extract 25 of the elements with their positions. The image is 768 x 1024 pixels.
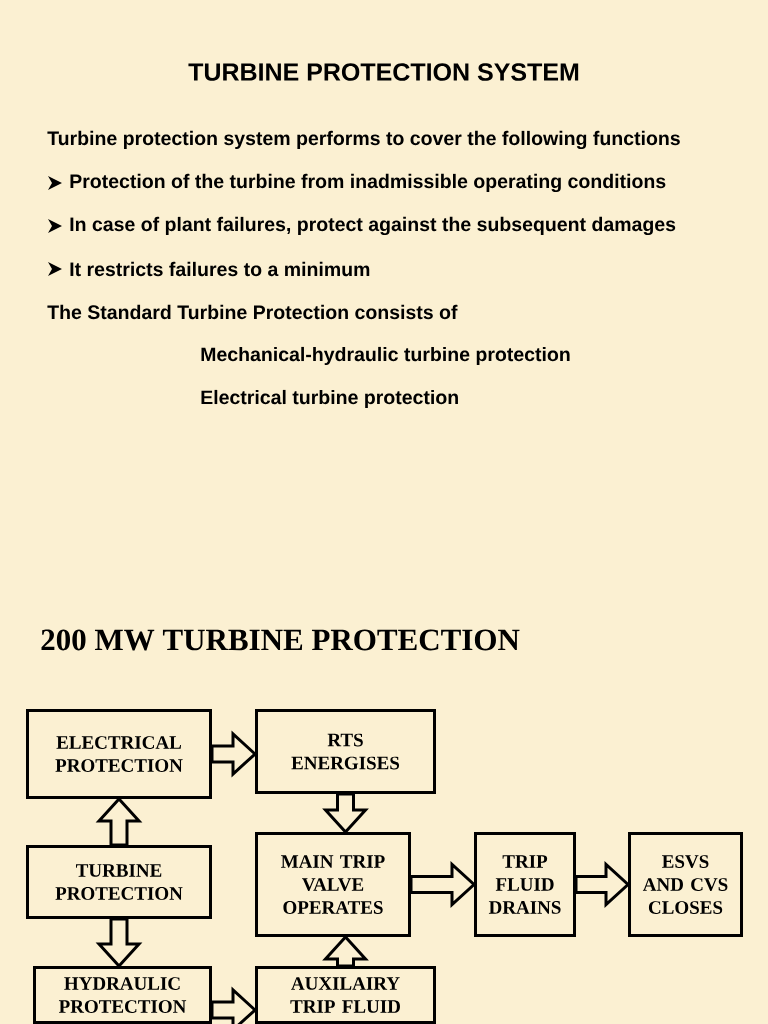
- heading: 200 MW TURBINE PROTECTION: [41, 629, 520, 651]
- process-box: TURBINE PROTECTION: [26, 845, 212, 919]
- text-line: It restricts failures to a minimum: [70, 261, 370, 277]
- process-box: ESVS AND CVS CLOSES: [628, 832, 743, 937]
- block-arrow: [322, 792, 369, 835]
- process-box: HYDRAULIC PROTECTION: [33, 966, 212, 1024]
- process-box: MAIN TRIP VALVE OPERATES: [255, 832, 411, 937]
- text-line: Mechanical-hydraulic turbine protection: [201, 346, 570, 366]
- block-arrow: [409, 861, 477, 908]
- block-arrow: [574, 861, 631, 908]
- process-box: AUXILAIRY TRIP FLUID: [255, 966, 436, 1024]
- title: TURBINE PROTECTION SYSTEM: [188, 63, 579, 81]
- process-box: TRIP FLUID DRAINS: [474, 832, 576, 937]
- text-line: The Standard Turbine Protection consists of: [47, 304, 458, 320]
- block-arrow: [210, 986, 258, 1024]
- block-arrow: [95, 796, 143, 847]
- text-line: Protection of the turbine from inadmissible operating conditions: [70, 173, 666, 193]
- block-arrow: [210, 730, 258, 778]
- text-line: Turbine protection system performs to cover the following functions: [47, 130, 680, 150]
- process-box: RTS ENERGISES: [255, 709, 436, 794]
- process-box: ELECTRICAL PROTECTION: [26, 709, 212, 799]
- text-line: Electrical turbine protection: [201, 389, 458, 409]
- block-arrow: [322, 934, 369, 968]
- text-line: In case of plant failures, protect against the subsequent damages: [70, 216, 676, 236]
- block-arrow: [95, 917, 143, 969]
